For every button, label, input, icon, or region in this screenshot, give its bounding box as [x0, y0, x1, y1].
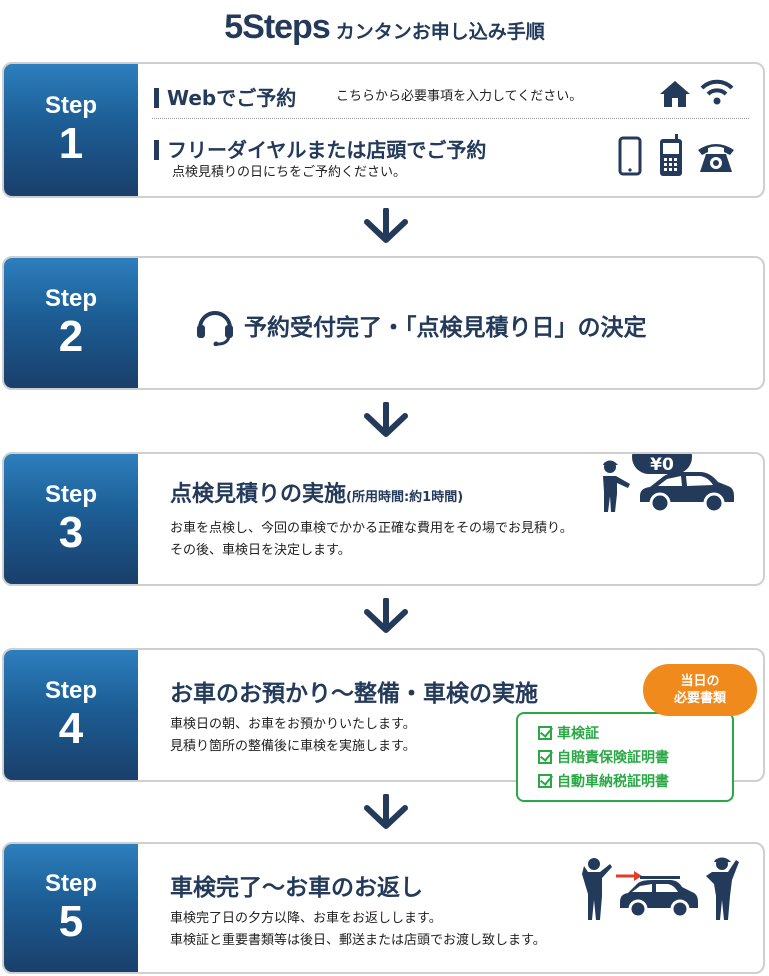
mobile-phone-icon: [660, 134, 682, 176]
step-1-number: 1: [58, 119, 84, 168]
title-steps: 5Steps: [224, 8, 330, 46]
step-1-label: Step: [44, 92, 97, 119]
price-bubble: ¥0: [632, 454, 692, 475]
web-reserve-heading[interactable]: Webでご予約: [154, 82, 296, 111]
step-2-badge: Step 2: [4, 258, 138, 388]
step-3-label: Step: [44, 481, 97, 508]
down-arrow-icon: [364, 402, 408, 437]
document-item: 自賠責保険証明書: [538, 746, 732, 770]
step-5-number: 5: [58, 897, 84, 946]
step-4-desc-2: 見積り箇所の整備後に車検を実施します。: [170, 739, 416, 754]
down-arrow-icon: [364, 208, 408, 243]
checkbox-icon: [538, 774, 552, 788]
step-1-card: Step 1 Webでご予約 こちらから必要事項を入力してください。 フリーダイ…: [2, 62, 765, 198]
step-5-card: Step 5 車検完了〜お車のお返し 車検完了日の夕方以降、お車をお返しします。…: [2, 842, 765, 974]
checkbox-icon: [538, 726, 552, 740]
telephone-icon: [698, 144, 734, 172]
step-5-label: Step: [44, 870, 97, 897]
required-documents-badge: 当日の 必要書類: [643, 664, 757, 716]
heading-bar: [154, 88, 159, 108]
document-item: 車検証: [538, 722, 732, 746]
step-1-badge: Step 1: [4, 64, 138, 196]
step-5-heading: 車検完了〜お車のお返し: [170, 875, 423, 901]
divider: [152, 118, 749, 119]
home-icon: [660, 81, 690, 107]
step-4-badge: Step 4: [4, 650, 138, 780]
step-3-desc-2: その後、車検日を決定します。: [170, 543, 351, 558]
customer-icon: [582, 858, 612, 920]
headset-icon: [197, 311, 233, 346]
step-2-heading: 予約受付完了・「点検見積り日」の決定: [244, 315, 647, 341]
document-item: 自動車納税証明書: [538, 770, 732, 794]
step-4-label: Step: [44, 677, 97, 704]
step-3-desc-1: お車を点検し、今回の車検でかかる正確な費用をその場でお見積り。: [170, 521, 573, 536]
phone-reserve-heading: フリーダイヤルまたは店頭でご予約: [154, 134, 486, 163]
web-reserve-desc: こちらから必要事項を入力してください。: [336, 89, 583, 104]
step-2-number: 2: [58, 312, 84, 361]
down-arrow-icon: [364, 598, 408, 633]
step-4-desc-1: 車検日の朝、お車をお預かりいたします。: [170, 717, 416, 732]
step-4-number: 4: [58, 704, 84, 753]
car-icon: [640, 472, 734, 514]
car-icon: [620, 876, 698, 919]
step-4-heading: お車のお預かり〜整備・車検の実施: [170, 681, 538, 707]
step-3-duration: (所用時間:約1時間): [346, 490, 464, 505]
title-subtitle: カンタンお申し込み手順: [335, 21, 545, 43]
step-5-desc-1: 車検完了日の夕方以降、お車をお返しします。: [170, 911, 442, 926]
step-3-card: Step 3 点検見積りの実施(所用時間:約1時間) お車を点検し、今回の車検で…: [2, 452, 765, 586]
step-3-heading: 点検見積りの実施(所用時間:約1時間): [170, 482, 464, 507]
step-2-label: Step: [44, 285, 97, 312]
phone-reserve-desc: 点検見積りの日にちをご予約ください。: [172, 165, 407, 180]
heading-bar: [154, 140, 159, 160]
wifi-icon: [700, 79, 734, 105]
checkbox-icon: [538, 750, 552, 764]
step-5-desc-2: 車検証と重要書類等は後日、郵送または店頭でお渡し致します。: [170, 933, 546, 948]
staff-person-icon: [603, 460, 630, 512]
staff-icon: [706, 857, 739, 920]
required-documents-box: 車検証 自賠責保険証明書 自動車納税証明書: [516, 712, 734, 802]
step-2-card: Step 2 予約受付完了・「点検見積り日」の決定: [2, 256, 765, 390]
car-return-illustration: [582, 857, 739, 920]
step-3-number: 3: [58, 508, 84, 557]
smartphone-icon: [618, 136, 642, 176]
step-3-badge: Step 3: [4, 454, 138, 584]
down-arrow-icon: [364, 794, 408, 829]
step-5-badge: Step 5: [4, 844, 138, 972]
